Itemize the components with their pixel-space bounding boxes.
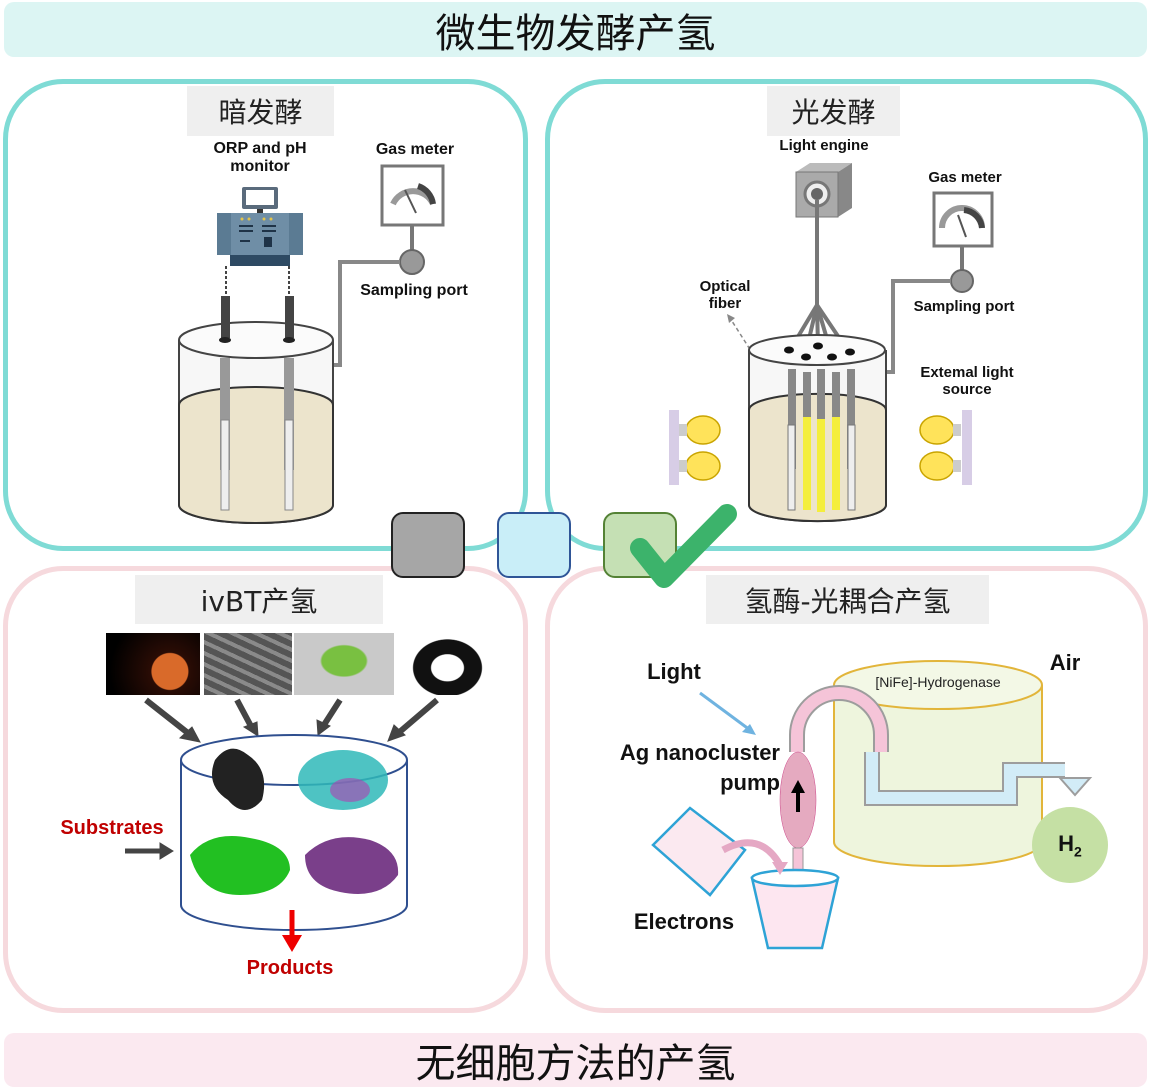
legend-square-gray [391, 512, 465, 578]
dark-fermenter-illustration [178, 164, 445, 524]
label-sampling-port-photo: Sampling port [913, 298, 1015, 315]
panel-title-hydrogenase: 氢酶-光耦合产氢 [706, 575, 989, 624]
source-image-plant-seedling [294, 633, 394, 695]
label-h2-subscript: 2 [1074, 843, 1082, 860]
legend-square-light-green [603, 512, 677, 578]
label-air: Air [1049, 650, 1081, 675]
protein-structure-green [190, 836, 290, 895]
panel-hydrogenase-photo [545, 566, 1148, 1013]
label-sampling-port-dark: Sampling port [360, 282, 468, 299]
gas-meter-icon [932, 191, 994, 293]
label-nife-hydrogenase: [NiFe]-Hydrogenase [875, 674, 1001, 690]
source-image-microbe-cell [106, 633, 200, 695]
gas-meter-icon [380, 164, 445, 275]
legend-square-light-blue [497, 512, 571, 578]
label-light-engine: Light engine [779, 137, 869, 154]
light-engine-icon [795, 163, 852, 218]
label-gas-meter-dark: Gas meter [375, 141, 455, 158]
panel-title-dark: 暗发酵 [187, 86, 334, 136]
photo-fermenter-illustration [669, 163, 994, 523]
label-substrates: Substrates [60, 817, 164, 839]
protein-structure-purple [305, 837, 399, 894]
protein-structure-black [211, 748, 265, 810]
ivbt-illustration [125, 697, 439, 952]
label-gas-meter-photo: Gas meter [928, 169, 1002, 186]
panel-ivbt [3, 566, 528, 1013]
source-image-bacteria-sem [204, 633, 292, 695]
protein-structure-cyan [298, 750, 388, 810]
label-orp-ph-monitor: ORP and pH monitor [213, 140, 307, 176]
label-ag-nanocluster-pump: Ag nanocluster pump [619, 740, 780, 795]
source-image-rabbit [398, 627, 488, 695]
monitor-device-icon [217, 187, 303, 266]
label-light: Light [647, 659, 701, 684]
label-electrons: Electrons [633, 909, 735, 934]
panel-title-photo: 光发酵 [767, 86, 900, 136]
panel-title-ivbt: ivBT产氢 [135, 575, 383, 624]
light-bulb-icons [669, 410, 972, 485]
hydrogenase-illustration [651, 660, 1108, 950]
panel-photo-fermentation [545, 79, 1148, 551]
label-external-light-source: Extemal light source [920, 364, 1014, 399]
top-banner-title: 微生物发酵产氢 [4, 2, 1147, 57]
beaker-icons [651, 806, 840, 950]
label-products: Products [246, 957, 334, 979]
label-h2: H2 [1040, 831, 1100, 859]
label-optical-fiber: Optical fiber [699, 278, 751, 313]
bottom-banner-title: 无细胞方法的产氢 [4, 1033, 1147, 1087]
panel-dark-fermentation [3, 79, 528, 551]
label-h2-element: H [1058, 831, 1075, 856]
